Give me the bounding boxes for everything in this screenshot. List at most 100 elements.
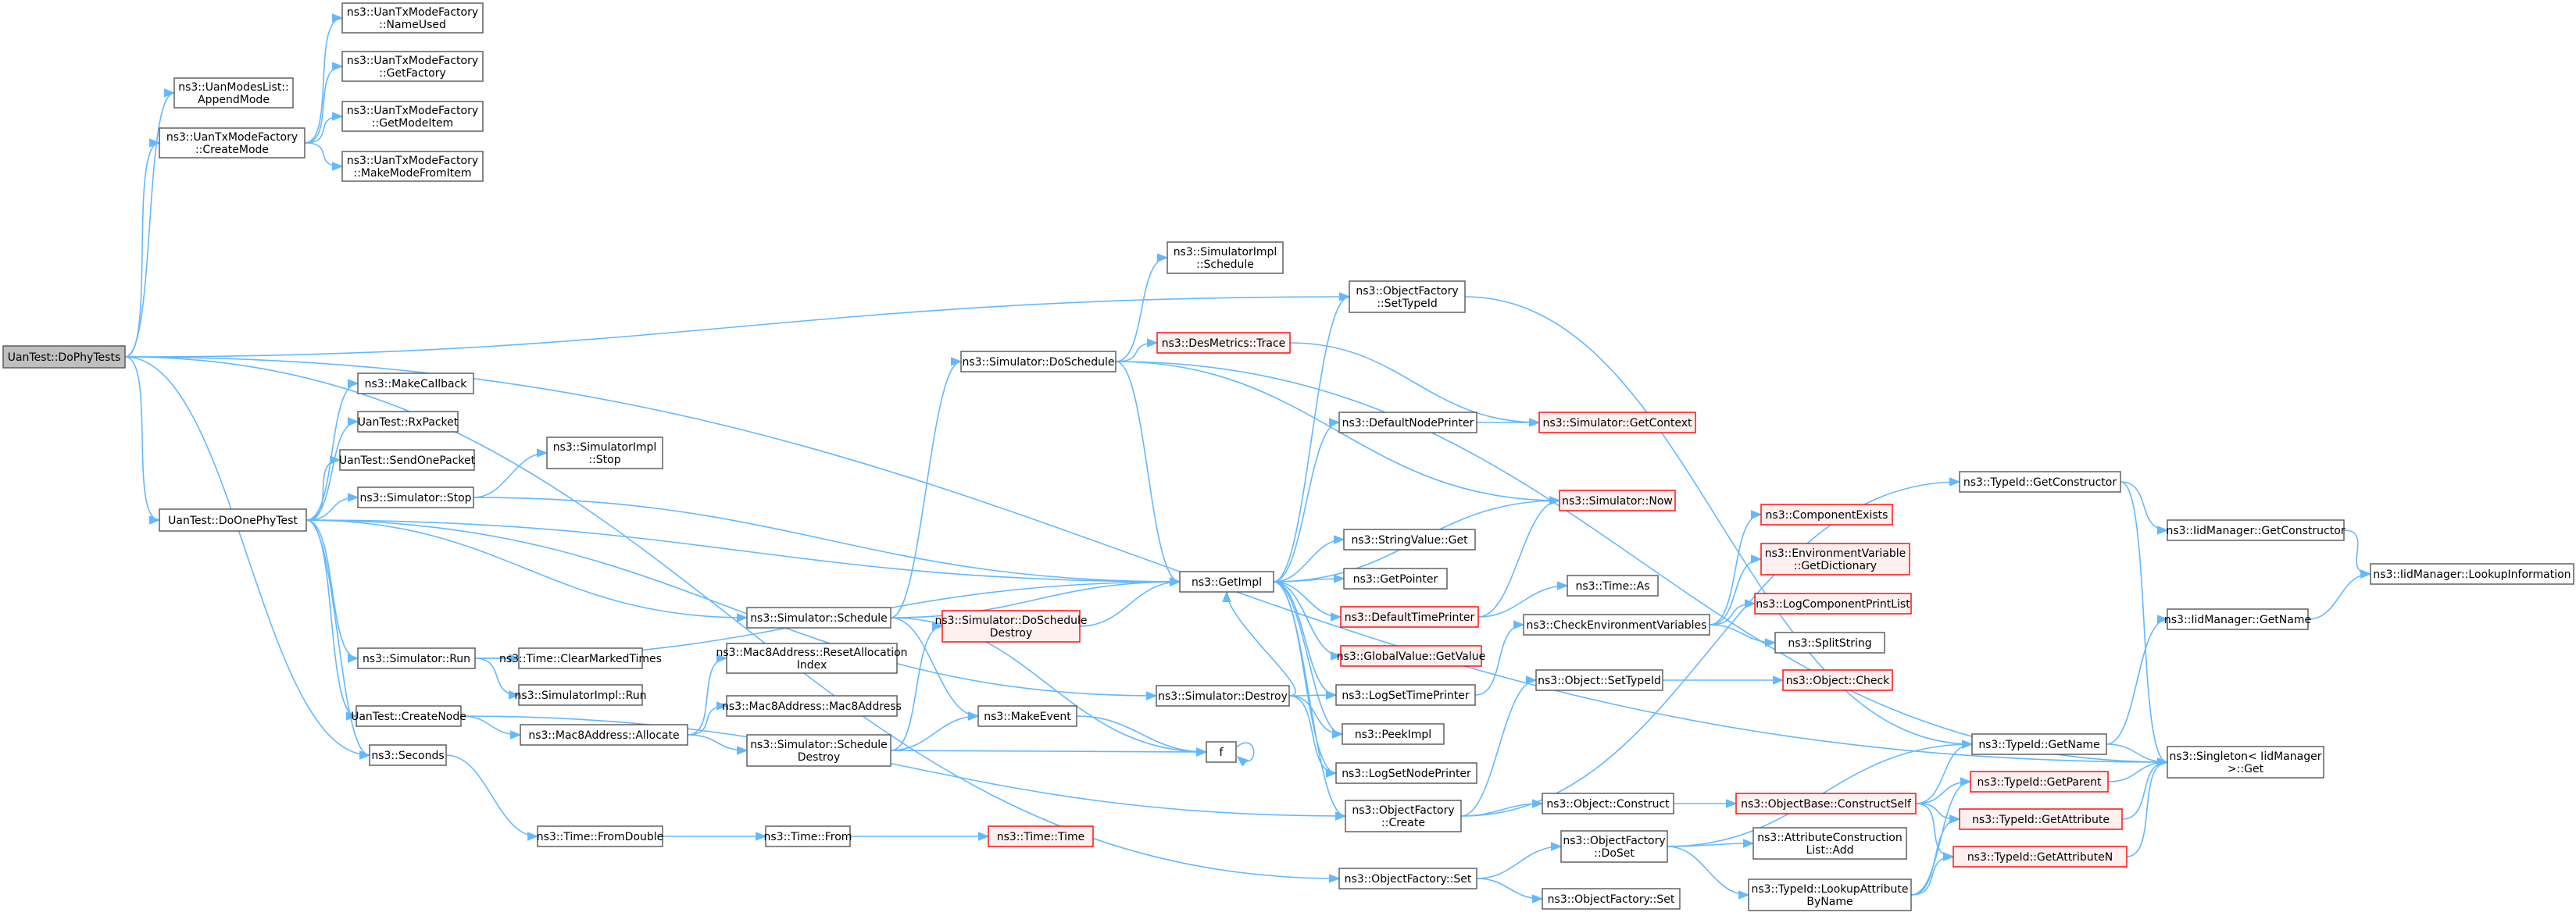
- node-splitString[interactable]: ns3::SplitString: [1774, 632, 1885, 654]
- edge-getAttributeN-to-singletonGet: [2126, 757, 2169, 857]
- node-desTrace[interactable]: ns3::DesMetrics::Trace: [1156, 332, 1291, 354]
- node-createNode[interactable]: UanTest::CreateNode: [351, 705, 466, 727]
- node-seconds[interactable]: ns3::Seconds: [369, 744, 447, 766]
- node-makeModeFromItem[interactable]: ns3::UanTxModeFactory::MakeModeFromItem: [341, 151, 484, 182]
- node-macAllocate[interactable]: ns3::Mac8Address::Allocate: [520, 724, 688, 746]
- node-timeTime[interactable]: ns3::Time::Time: [988, 825, 1094, 847]
- node-simSchedule[interactable]: ns3::Simulator::Schedule: [746, 607, 891, 629]
- node-ofDoSet[interactable]: ns3::ObjectFactory::DoSet: [1560, 830, 1668, 863]
- node-label: ::CreateMode: [195, 144, 269, 156]
- node-getFactory[interactable]: ns3::UanTxModeFactory::GetFactory: [341, 51, 484, 82]
- node-label: Destroy: [990, 627, 1032, 640]
- node-logSetNodePrinter[interactable]: ns3::LogSetNodePrinter: [1335, 762, 1477, 784]
- node-stringValueGet[interactable]: ns3::StringValue::Get: [1343, 529, 1476, 551]
- node-timeAs[interactable]: ns3::Time::As: [1567, 575, 1659, 597]
- node-ofSet[interactable]: ns3::ObjectFactory::Set: [1338, 868, 1477, 889]
- node-label: ns3::Singleton< IidManager: [2170, 750, 2322, 763]
- node-makeEvent[interactable]: ns3::MakeEvent: [977, 705, 1077, 727]
- node-macCtor[interactable]: ns3::Mac8Address::Mac8Address: [722, 695, 902, 717]
- node-simImplStop[interactable]: ns3::SimulatorImpl::Stop: [546, 437, 663, 469]
- node-simStop[interactable]: ns3::Simulator::Stop: [357, 487, 474, 508]
- node-ofSetTypeId[interactable]: ns3::ObjectFactory::SetTypeId: [1349, 280, 1466, 313]
- node-box: [369, 744, 447, 766]
- node-label: ns3::TypeId::LookupAttribute: [1751, 883, 1908, 896]
- node-rxPacket[interactable]: UanTest::RxPacket: [357, 411, 459, 433]
- node-label: ns3::ObjectFactory::Set: [1548, 893, 1675, 906]
- node-defaultNodePrinter[interactable]: ns3::DefaultNodePrinter: [1338, 412, 1477, 433]
- node-doSchedule[interactable]: ns3::Simulator::DoSchedule: [960, 351, 1117, 372]
- node-timeFrom[interactable]: ns3::Time::From: [764, 825, 852, 847]
- edge-doOnePhyTest-to-simStop: [305, 493, 359, 521]
- node-sendOnePacket[interactable]: UanTest::SendOnePacket: [339, 449, 476, 471]
- node-logCompPrint[interactable]: ns3::LogComponentPrintList: [1754, 593, 1912, 615]
- node-label: ns3::Mac8Address::Allocate: [528, 729, 679, 742]
- node-label: ns3::CheckEnvironmentVariables: [1527, 619, 1707, 632]
- node-doOnePhyTest[interactable]: UanTest::DoOnePhyTest: [159, 508, 307, 532]
- node-defaultTimePrinter[interactable]: ns3::DefaultTimePrinter: [1340, 606, 1479, 628]
- node-getAttribute[interactable]: ns3::TypeId::GetAttribute: [1959, 808, 2123, 830]
- node-lookupInfo[interactable]: ns3::IidManager::LookupInformation: [2370, 563, 2574, 585]
- node-typeIdGetName[interactable]: ns3::TypeId::GetName: [1971, 733, 2107, 755]
- node-getParent[interactable]: ns3::TypeId::GetParent: [1970, 771, 2109, 793]
- node-f[interactable]: f: [1206, 741, 1237, 763]
- node-appendMode[interactable]: ns3::UanModesList::AppendMode: [173, 77, 294, 109]
- node-getConstructor[interactable]: ns3::TypeId::GetConstructor: [1959, 471, 2121, 493]
- node-simDestroy[interactable]: ns3::Simulator::Destroy: [1156, 685, 1290, 707]
- node-iidGetName[interactable]: ns3::IidManager::GetName: [2164, 608, 2311, 630]
- edge-defaultTimePrinter-to-timeAs: [1477, 581, 1569, 618]
- node-fromDouble[interactable]: ns3::Time::FromDouble: [537, 825, 664, 847]
- edge-createNode-to-ofCreate: [460, 715, 1347, 821]
- node-envGetDict[interactable]: ns3::EnvironmentVariable::GetDictionary: [1760, 543, 1910, 576]
- node-singletonGet[interactable]: ns3::Singleton< IidManager>::Get: [2167, 746, 2324, 779]
- node-ofSet2[interactable]: ns3::ObjectFactory::Set: [1542, 888, 1681, 910]
- node-nameUsed[interactable]: ns3::UanTxModeFactory::NameUsed: [341, 2, 484, 34]
- node-simNow[interactable]: ns3::Simulator::Now: [1559, 490, 1676, 511]
- node-label: ns3::Seconds: [371, 750, 444, 762]
- node-box: [2, 345, 126, 369]
- edge-checkEnv-to-componentExists: [1709, 510, 1763, 626]
- node-objCheck[interactable]: ns3::Object::Check: [1782, 669, 1893, 691]
- node-box: [1335, 762, 1477, 784]
- node-simRun[interactable]: ns3::Simulator::Run: [357, 647, 476, 669]
- node-componentExists[interactable]: ns3::ComponentExists: [1760, 504, 1893, 526]
- node-box: [1970, 771, 2109, 793]
- node-createMode[interactable]: ns3::UanTxModeFactory::CreateMode: [159, 127, 305, 159]
- node-globalValueGet[interactable]: ns3::GlobalValue::GetValue: [1337, 645, 1485, 667]
- node-checkEnv[interactable]: ns3::CheckEnvironmentVariables: [1523, 614, 1710, 636]
- node-label: ns3::Object::Check: [1786, 675, 1890, 687]
- node-getPointer[interactable]: ns3::GetPointer: [1343, 568, 1448, 590]
- node-peekImpl[interactable]: ns3::PeekImpl: [1342, 723, 1445, 745]
- node-simImplRun[interactable]: ns3::SimulatorImpl::Run: [515, 684, 647, 706]
- node-getContext[interactable]: ns3::Simulator::GetContext: [1538, 412, 1696, 433]
- node-label: ns3::Time::Time: [997, 831, 1084, 843]
- edge-getConstructor-to-singletonGet: [2120, 481, 2169, 767]
- node-simImplSchedule[interactable]: ns3::SimulatorImpl::Schedule: [1167, 241, 1284, 274]
- node-getImpl[interactable]: ns3::GetImpl: [1179, 571, 1274, 593]
- node-getAttributeN[interactable]: ns3::TypeId::GetAttributeN: [1953, 846, 2128, 868]
- node-ofCreate[interactable]: ns3::ObjectFactory::Create: [1345, 800, 1462, 832]
- node-makeCallback[interactable]: ns3::MakeCallback: [357, 372, 474, 394]
- node-box: [1538, 412, 1696, 433]
- edge-root-to-seconds: [124, 356, 371, 760]
- node-iidGetConstructor[interactable]: ns3::IidManager::GetConstructor: [2166, 519, 2346, 541]
- node-objSetTypeId[interactable]: ns3::Object::SetTypeId: [1535, 669, 1663, 691]
- node-logSetTimePrinter[interactable]: ns3::LogSetTimePrinter: [1335, 684, 1476, 706]
- node-getModeItem[interactable]: ns3::UanTxModeFactory::GetModeItem: [341, 101, 484, 132]
- node-label: ns3::DefaultNodePrinter: [1342, 417, 1474, 429]
- node-box: [357, 411, 459, 433]
- edge-typeIdGetName-to-singletonGet: [2106, 743, 2169, 767]
- node-root[interactable]: UanTest::DoPhyTests: [2, 345, 126, 369]
- node-label: Index: [797, 659, 827, 672]
- node-constructSelf[interactable]: ns3::ObjectBase::ConstructSelf: [1735, 793, 1917, 814]
- node-clearMarked[interactable]: ns3::Time::ClearMarkedTimes: [499, 647, 662, 669]
- node-label: ns3::TypeId::GetParent: [1978, 776, 2102, 789]
- node-label: ns3::Time::From: [764, 831, 852, 843]
- node-box: [1559, 490, 1676, 511]
- node-objConstruct[interactable]: ns3::Object::Construct: [1542, 793, 1674, 814]
